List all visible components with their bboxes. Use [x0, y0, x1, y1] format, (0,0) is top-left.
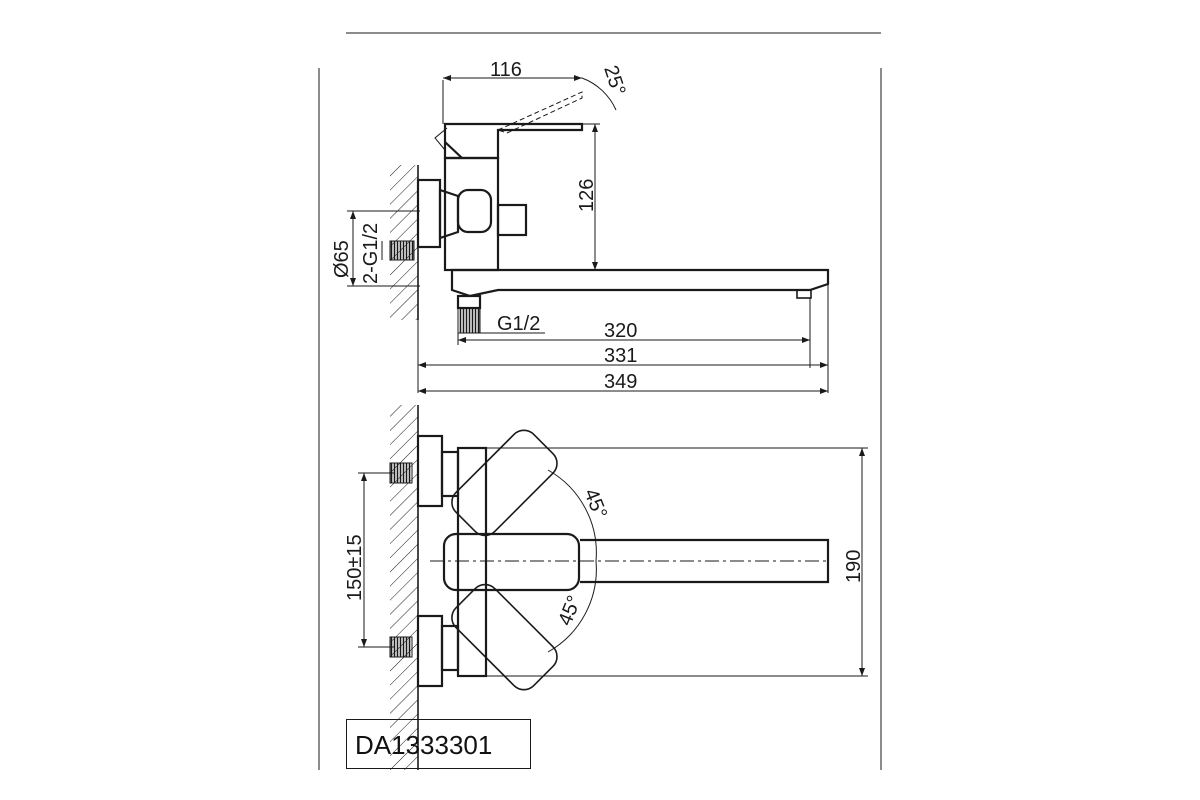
- dim-centers: 150±15: [344, 534, 366, 601]
- dim-outlet-thread: G1/2: [497, 313, 540, 335]
- inlet-thread-side: [389, 240, 415, 261]
- product-code: DA1333301: [355, 730, 493, 760]
- arrowheads: [350, 75, 865, 676]
- side-view: 116 25° 126 Ø65 2-G1/2 G1/2 320 331 349: [331, 59, 830, 393]
- top-view: 45° 45° 190 150±15: [344, 405, 868, 770]
- dim-overall-349: 349: [604, 371, 637, 393]
- page-frame: [318, 32, 882, 770]
- dim-handle-length: 116: [490, 59, 522, 81]
- product-code-box: DA1333301: [346, 719, 531, 769]
- dim-swivel-bottom: 45°: [554, 593, 586, 629]
- dim-flange-diameter: Ø65: [331, 240, 353, 278]
- dim-body-height: 126: [576, 179, 598, 212]
- wall-hatch-top: [390, 405, 418, 770]
- dim-handle-angle: 25°: [599, 63, 629, 99]
- dim-inlet-thread: 2-G1/2: [360, 223, 382, 284]
- dim-spout-320: 320: [604, 320, 637, 342]
- dim-depth: 190: [843, 550, 865, 583]
- dim-spout-331: 331: [604, 345, 637, 367]
- dim-swivel-top: 45°: [579, 486, 611, 522]
- outlet-thread-side: [457, 307, 481, 334]
